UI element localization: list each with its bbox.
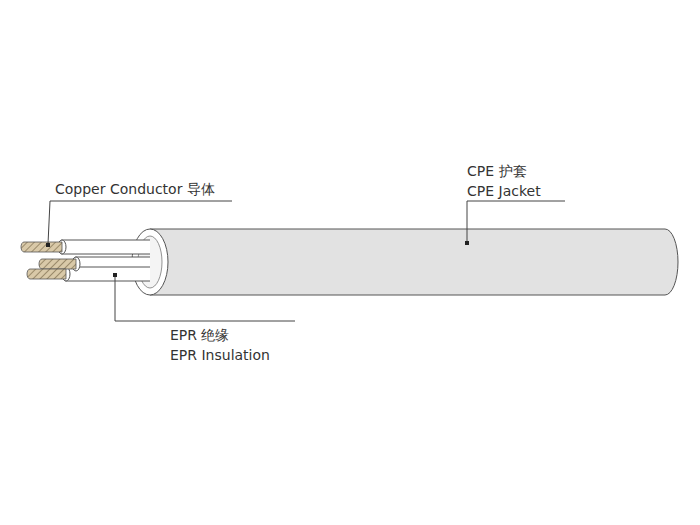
leader-lines xyxy=(48,201,565,321)
cpe-jacket xyxy=(150,229,678,295)
part-label: EPR Insulation xyxy=(170,346,270,364)
leader-dots xyxy=(46,241,469,277)
part-label: CPE Jacket xyxy=(467,182,541,200)
part-label: CPE 护套 xyxy=(467,162,527,180)
copper-conductors xyxy=(21,242,76,279)
part-label: EPR 绝缘 xyxy=(170,326,229,344)
part-label: Copper Conductor 导体 xyxy=(55,180,215,198)
